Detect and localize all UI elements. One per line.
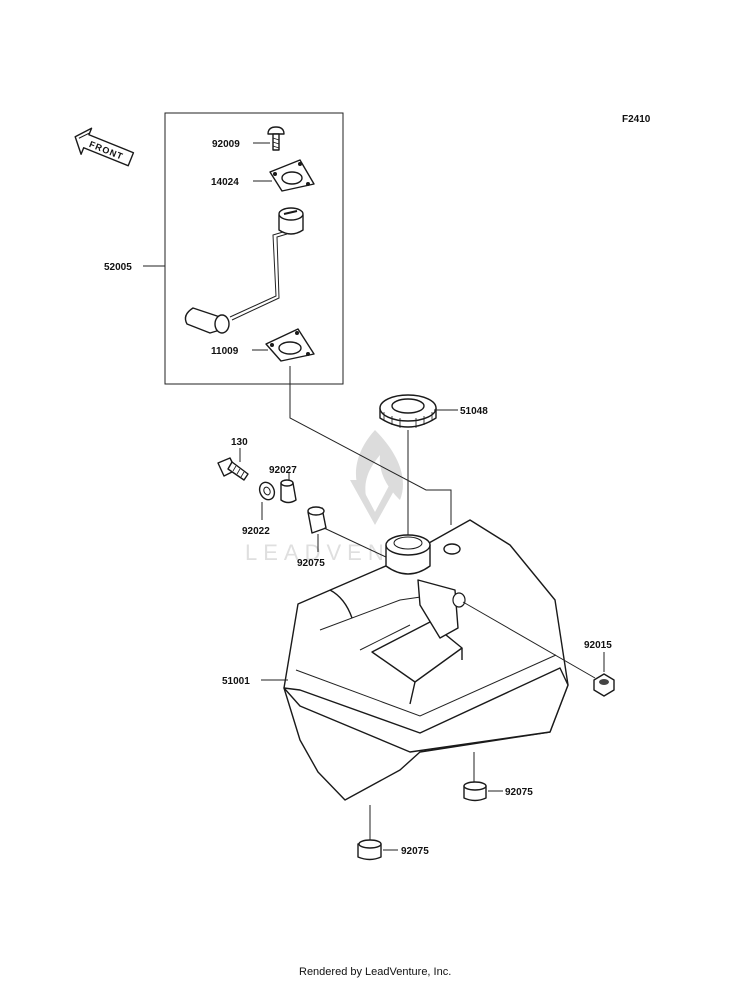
collar-92027 <box>280 479 297 504</box>
part-label-51048: 51048 <box>460 406 488 417</box>
part-label-14024: 14024 <box>211 177 239 188</box>
fuel-tank-51001 <box>283 519 569 801</box>
fuel-cap-51048 <box>379 394 437 428</box>
part-label-92015: 92015 <box>584 640 612 651</box>
figure-code: F2410 <box>622 114 651 125</box>
plate-14024 <box>269 159 315 192</box>
part-label-92075-right: 92075 <box>505 787 533 798</box>
front-arrow-icon: FRONT <box>74 127 135 167</box>
gauge-assembly-box <box>164 112 344 385</box>
part-label-11009: 11009 <box>211 346 239 357</box>
washer-92022 <box>258 481 276 501</box>
part-label-51001: 51001 <box>222 676 250 687</box>
damper-92075-bottom <box>357 839 382 861</box>
part-label-92009: 92009 <box>212 139 240 150</box>
footer-credit: Rendered by LeadVenture, Inc. <box>299 966 451 978</box>
part-label-92027: 92027 <box>269 465 297 476</box>
part-label-92075-upper: 92075 <box>297 558 325 569</box>
part-label-52005: 52005 <box>104 262 132 273</box>
gasket-11009 <box>265 328 315 362</box>
bolt-92009 <box>267 126 285 151</box>
damper-92075-upper <box>307 506 327 534</box>
damper-92075-right <box>463 781 487 802</box>
nut-92015 <box>593 673 615 697</box>
fuel-gauge-52005 <box>184 207 304 334</box>
flange-bolt-130 <box>217 457 249 481</box>
part-label-92075-bottom: 92075 <box>401 846 429 857</box>
part-label-130: 130 <box>231 437 248 448</box>
part-label-92022: 92022 <box>242 526 270 537</box>
